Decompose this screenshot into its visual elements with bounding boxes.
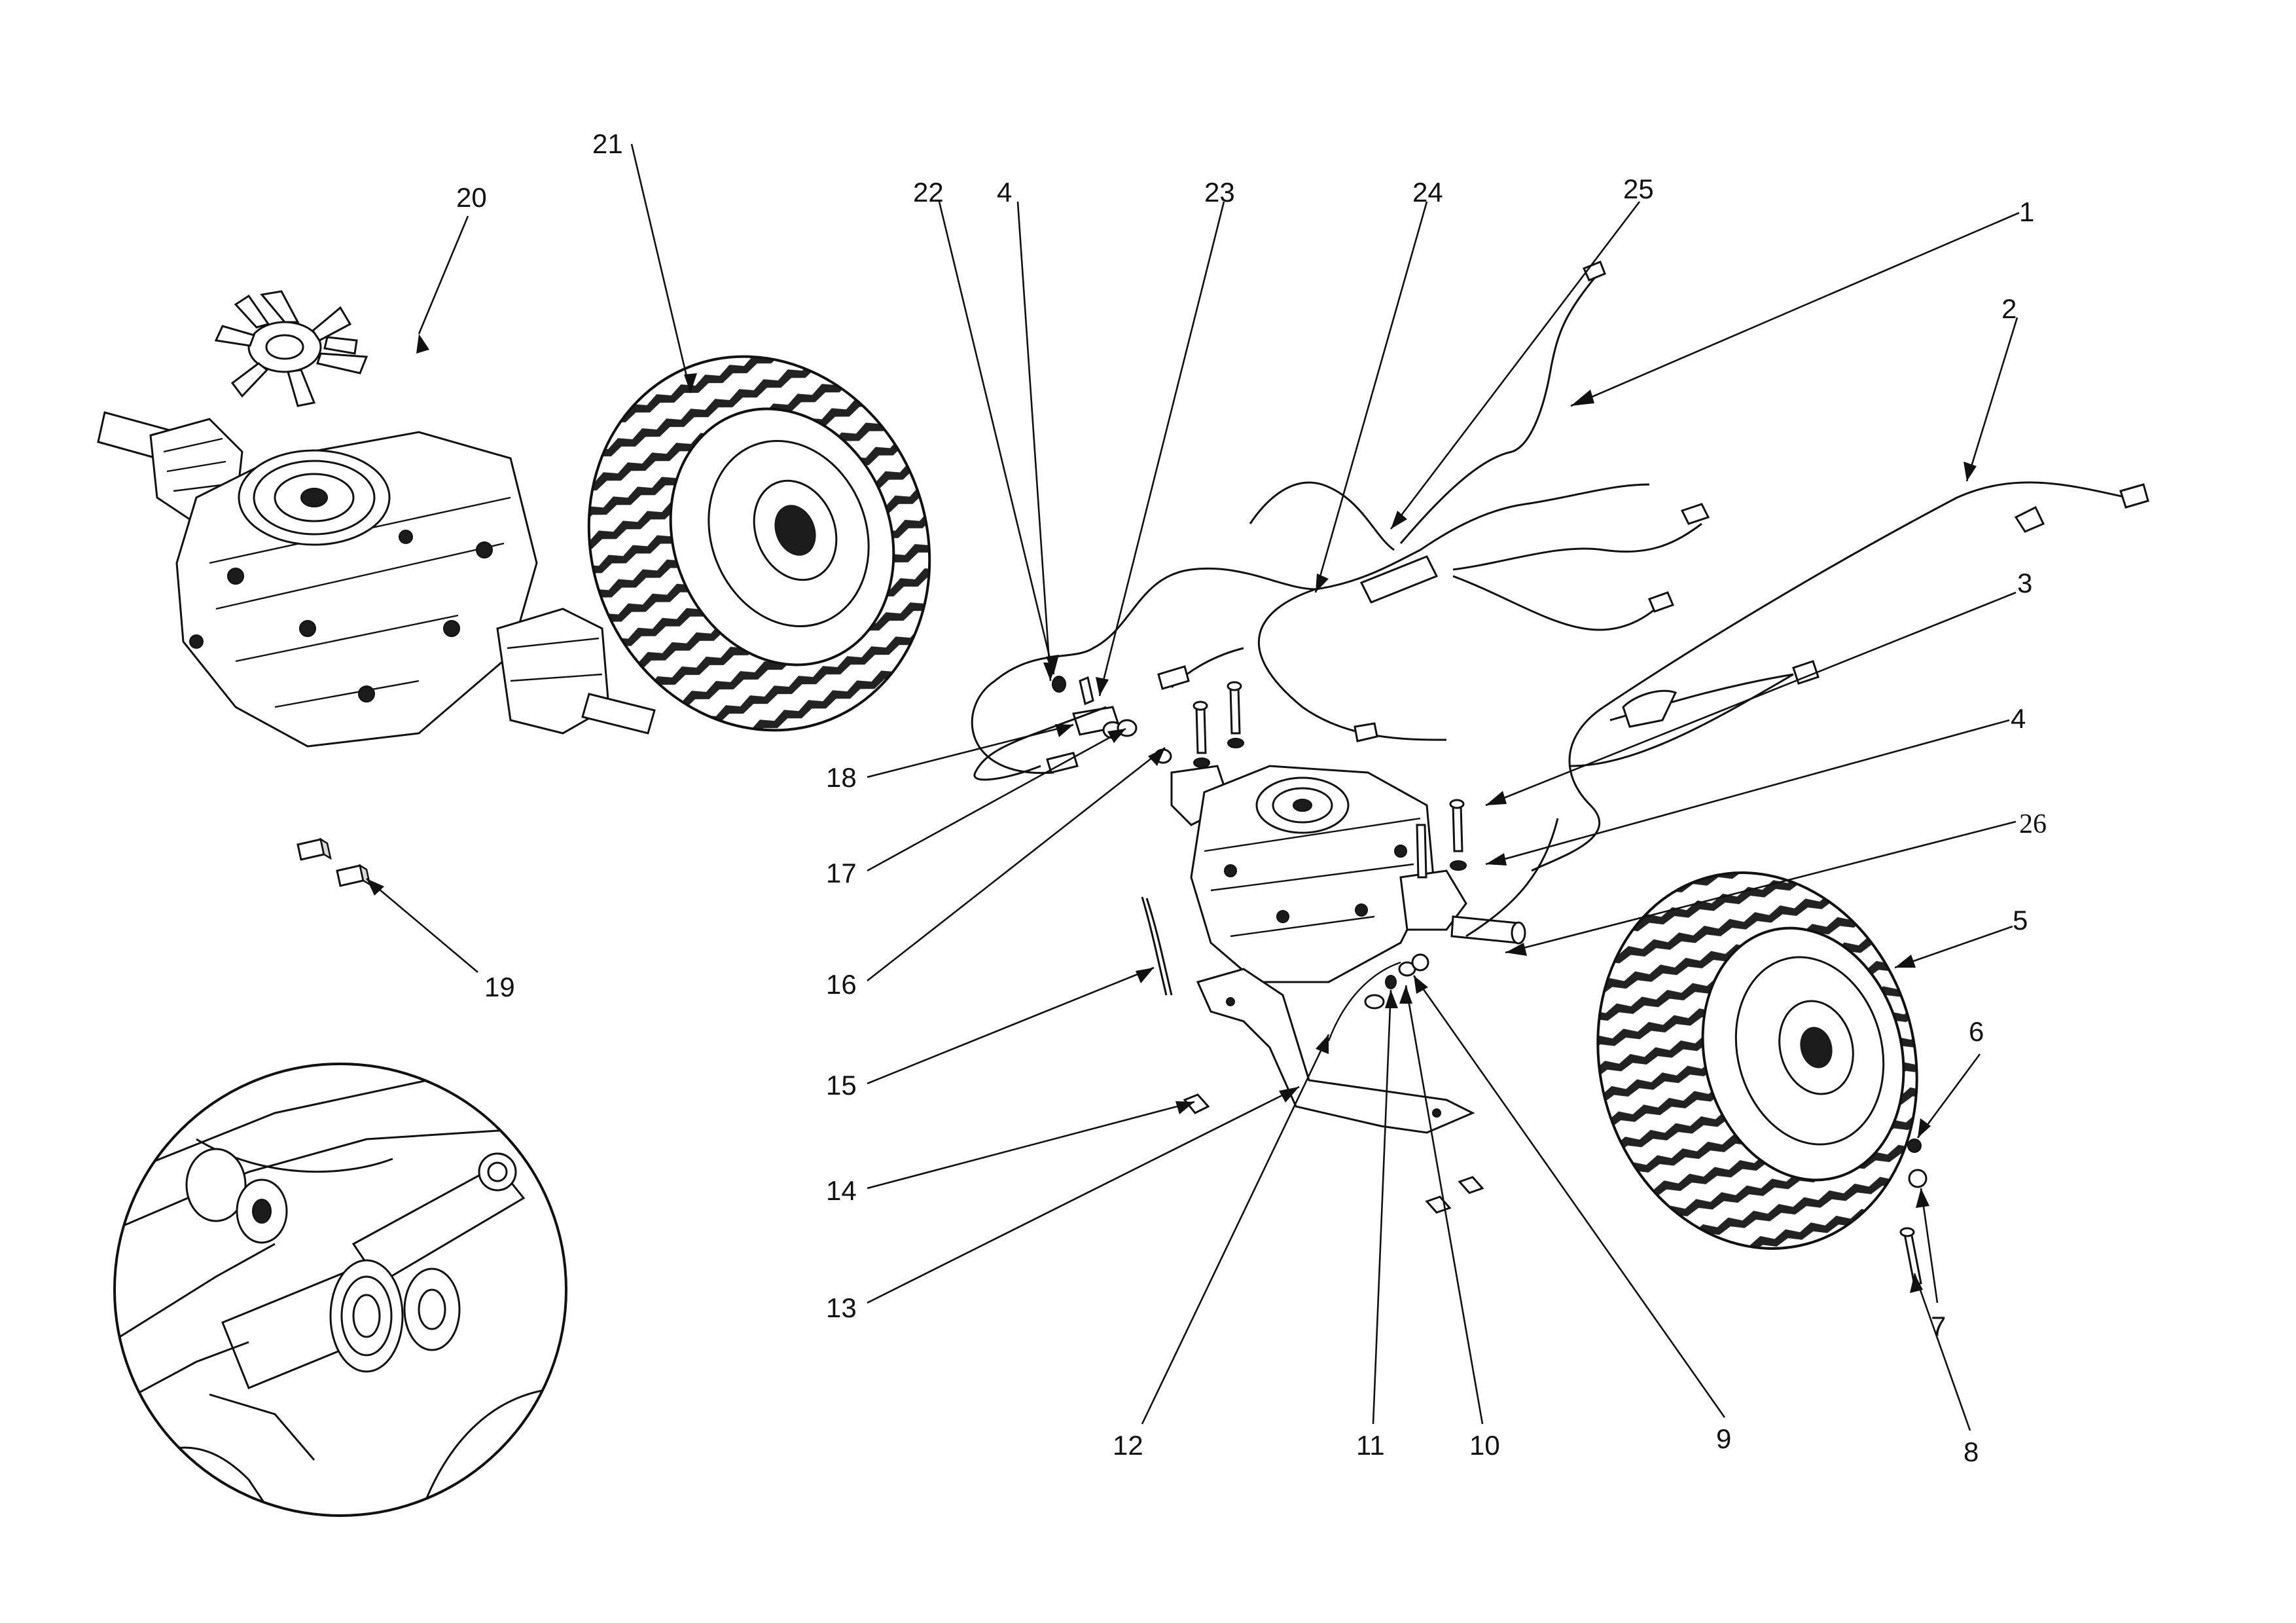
callout-23: 23: [1204, 177, 1235, 208]
callout-18: 18: [826, 762, 857, 793]
callout-4-right: 4: [2011, 703, 2026, 734]
control-rod-illustration: [1141, 896, 1173, 996]
leader-arrowheads: [367, 334, 1977, 1293]
callout-16: 16: [826, 969, 857, 1000]
callout-14: 14: [826, 1175, 857, 1206]
callout-25: 25: [1623, 173, 1654, 204]
callout-17: 17: [826, 858, 857, 888]
cable-bracket-hardware-illustration: [1052, 676, 1172, 764]
callout-2: 2: [2001, 293, 2017, 324]
callout-21: 21: [592, 128, 623, 159]
callout-5: 5: [2013, 905, 2028, 936]
detail-view-circle: [113, 1063, 567, 1517]
callout-15: 15: [826, 1070, 857, 1101]
control-cables-illustration: [971, 261, 2149, 938]
wheel-tire-5-illustration: [1596, 871, 1918, 1250]
transaxle-assembly-illustration: [97, 411, 656, 748]
wheel-tire-21-illustration: [587, 355, 931, 732]
callout-1: 1: [2019, 196, 2034, 227]
callout-20: 20: [456, 182, 487, 213]
callout-3: 3: [2017, 568, 2032, 598]
callout-22: 22: [913, 177, 944, 208]
callout-8: 8: [1964, 1436, 1979, 1467]
callout-labels: 1 2 3 4 4 5 6 7 8 9 10 11 12 13 14 15 16…: [456, 128, 2047, 1467]
linkage-hardware-illustration: [1327, 953, 1429, 1042]
callout-26: 26: [2019, 809, 2047, 839]
callout-11: 11: [1356, 1430, 1385, 1461]
callout-13: 13: [826, 1292, 857, 1323]
leader-lines: [366, 143, 2020, 1431]
callout-12: 12: [1113, 1430, 1143, 1461]
rubber-blocks-illustration: [296, 837, 371, 887]
cooling-fan-illustration: [214, 290, 368, 407]
callout-24: 24: [1412, 177, 1443, 208]
center-transaxle-illustration: [1170, 681, 1526, 983]
mounting-bracket-illustration: [1183, 968, 1484, 1214]
callout-19: 19: [484, 972, 515, 1002]
callout-4-upper: 4: [997, 177, 1012, 208]
callout-10: 10: [1469, 1430, 1500, 1461]
callout-9: 9: [1716, 1423, 1731, 1454]
callout-7: 7: [1931, 1311, 1946, 1341]
wheel-hardware-illustration: [1899, 1139, 1928, 1286]
callout-6: 6: [1969, 1016, 1984, 1047]
